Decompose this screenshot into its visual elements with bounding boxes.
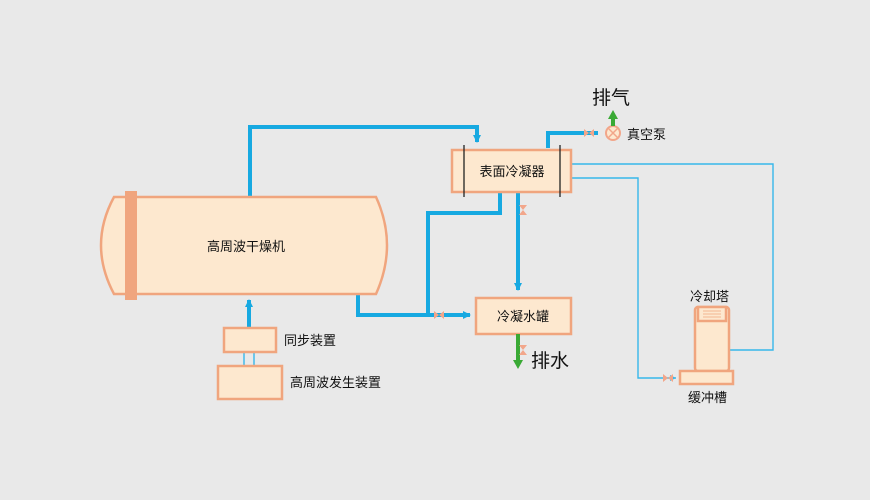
tower-fill-icon [703, 310, 721, 318]
drain-label: 排水 [531, 350, 569, 372]
buffer-tank-label: 缓冲槽 [688, 391, 727, 406]
condenser-label: 表面冷凝器 [479, 164, 544, 180]
pipe-condenser-return [426, 192, 502, 315]
tank-box [474, 296, 573, 336]
tank-label: 冷凝水罐 [497, 309, 549, 325]
exhaust-label: 排气 [592, 87, 630, 109]
valve-icon [519, 345, 527, 355]
dryer-body [99, 195, 389, 296]
dryer-door-flange [125, 191, 137, 300]
valve-icon [584, 129, 594, 137]
pipe-dryer-to-condenser [248, 125, 481, 198]
drain-arrowhead-icon [513, 360, 523, 369]
dryer: 高周波干燥机 [99, 191, 389, 300]
exhaust-arrowhead-icon [608, 110, 618, 119]
sync-label: 同步装置 [284, 334, 336, 349]
buffer-tank-box [678, 369, 735, 386]
pump-impeller-icon [607, 127, 619, 139]
condenser: 表面冷凝器 [450, 145, 573, 197]
condenser-box [450, 148, 573, 194]
valve-icon [663, 374, 673, 382]
line-condenser-to-buffer [572, 177, 676, 381]
pipe-dryer-to-tank [356, 294, 471, 319]
dryer-label: 高周波干燥机 [207, 239, 285, 255]
generator-label: 高周波发生装置 [290, 375, 381, 391]
cooling-tower [693, 305, 731, 373]
valve-icon [434, 311, 444, 319]
line-sync-generator [243, 352, 255, 366]
valve-icon [519, 205, 527, 215]
cooling-tower-label: 冷却塔 [690, 290, 729, 305]
generator-box [216, 364, 284, 401]
pipe-condenser-to-pump [546, 131, 598, 148]
line-condenser-to-tower [572, 163, 774, 351]
sync-box [222, 326, 278, 354]
vacuum-pump [605, 125, 621, 141]
vacuum-pump-label: 真空泵 [627, 128, 666, 143]
